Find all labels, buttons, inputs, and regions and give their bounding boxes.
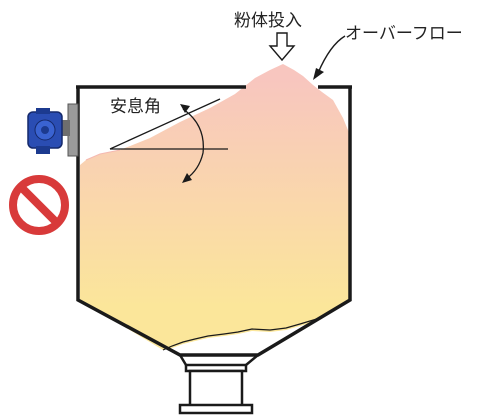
- repose-angle-arc: [182, 108, 204, 180]
- powder-fill: [80, 64, 350, 350]
- silo-wall: [76, 87, 352, 357]
- silo-outlet: [178, 354, 259, 415]
- overflow-arrowhead-icon: [313, 68, 324, 80]
- repose-slope-line: [109, 98, 221, 150]
- level-sensor-icon: [27, 103, 79, 157]
- powder-left-edge: [85, 149, 121, 161]
- angle-of-repose-label: 安息角: [110, 97, 161, 117]
- arc-arrowhead-top-icon: [180, 104, 190, 113]
- arc-arrowhead-bottom-icon: [182, 173, 192, 183]
- prohibited-icon: [9, 175, 69, 235]
- powder-input-label: 粉体投入: [234, 11, 302, 31]
- powder-bottom-edge: [162, 317, 321, 351]
- down-arrow-icon: [268, 32, 296, 62]
- overflow-label: オーバーフロー: [345, 24, 463, 44]
- overflow-pointer: [317, 35, 346, 74]
